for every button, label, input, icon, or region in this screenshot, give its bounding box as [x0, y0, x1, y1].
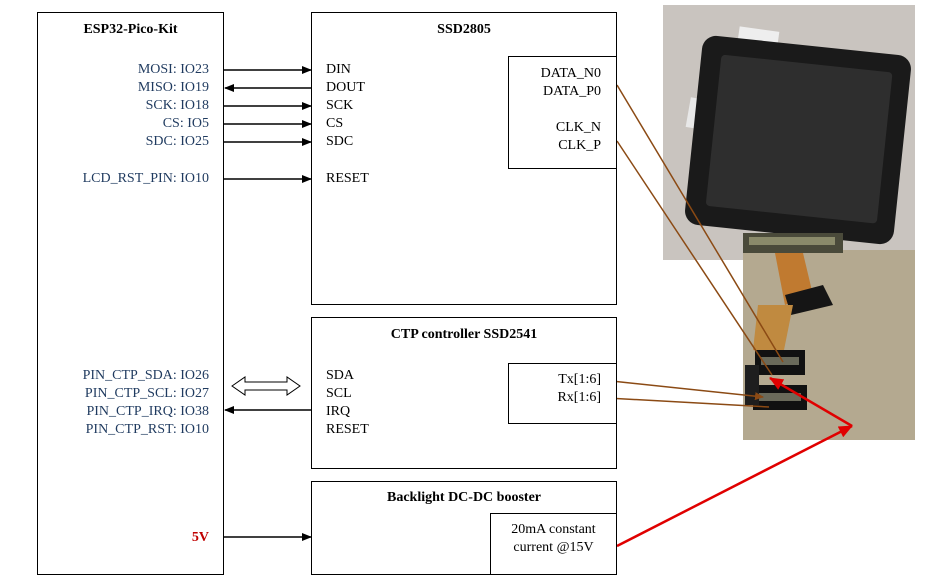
- pin-sck: SCK: IO18: [145, 98, 209, 113]
- ctp-pin-irq: IRQ: [326, 404, 351, 419]
- pin-ctp-rst: PIN_CTP_RST: IO10: [85, 422, 209, 437]
- pin-lcd-rst: LCD_RST_PIN: IO10: [82, 171, 209, 186]
- ctp-sensor-port: [508, 363, 617, 424]
- ctp-tx: Tx[1:6]: [558, 372, 601, 387]
- ctp-pin-scl: SCL: [326, 386, 352, 401]
- pin-miso: MISO: IO19: [137, 80, 209, 95]
- wire-mipi-clk: [616, 140, 773, 376]
- ctp-pin-sda: SDA: [326, 368, 355, 383]
- pin-cs: CS: IO5: [162, 116, 209, 131]
- wire-mipi-data: [616, 84, 784, 363]
- ssd2805-pin-cs: CS: [326, 116, 344, 131]
- wire-backlight-return: [769, 376, 853, 428]
- pin-mosi: MOSI: IO23: [137, 62, 209, 77]
- wire-i2c-bidirectional: [231, 376, 301, 396]
- backlight-driver-line1: 20mA constant: [511, 522, 596, 537]
- pin-5v: 5V: [191, 530, 209, 545]
- mipi-data-p0: DATA_P0: [543, 84, 601, 99]
- wire-ctp-rx: [606, 394, 770, 408]
- pin-ctp-sda: PIN_CTP_SDA: IO26: [82, 368, 209, 383]
- esp32-block: [37, 12, 224, 575]
- backlight-title: Backlight DC-DC booster: [387, 490, 541, 505]
- wire-ctp-tx: [601, 379, 764, 401]
- lcd-module-photo: [663, 5, 915, 440]
- pin-sdc: SDC: IO25: [145, 134, 209, 149]
- ssd2805-pin-din: DIN: [326, 62, 351, 77]
- mipi-data-n0: DATA_N0: [540, 66, 601, 81]
- backlight-driver-line2: current @15V: [513, 540, 594, 555]
- ctp-pin-reset: RESET: [326, 422, 369, 437]
- wire-backlight: [616, 424, 853, 548]
- mipi-clk-p: CLK_P: [558, 138, 601, 153]
- ctp-title: CTP controller SSD2541: [390, 327, 538, 342]
- backlight-driver: [490, 513, 617, 575]
- pin-ctp-irq: PIN_CTP_IRQ: IO38: [86, 404, 209, 419]
- pin-ctp-scl: PIN_CTP_SCL: IO27: [84, 386, 209, 401]
- esp32-title: ESP32-Pico-Kit: [83, 22, 178, 37]
- mipi-clk-n: CLK_N: [555, 120, 601, 135]
- ssd2805-pin-dout: DOUT: [326, 80, 365, 95]
- ssd2805-pin-sck: SCK: [326, 98, 354, 113]
- ctp-rx: Rx[1:6]: [557, 390, 601, 405]
- mipi-port: [508, 56, 617, 169]
- ssd2805-title: SSD2805: [437, 22, 491, 37]
- ssd2805-pin-sdc: SDC: [326, 134, 354, 149]
- ssd2805-pin-reset: RESET: [326, 171, 369, 186]
